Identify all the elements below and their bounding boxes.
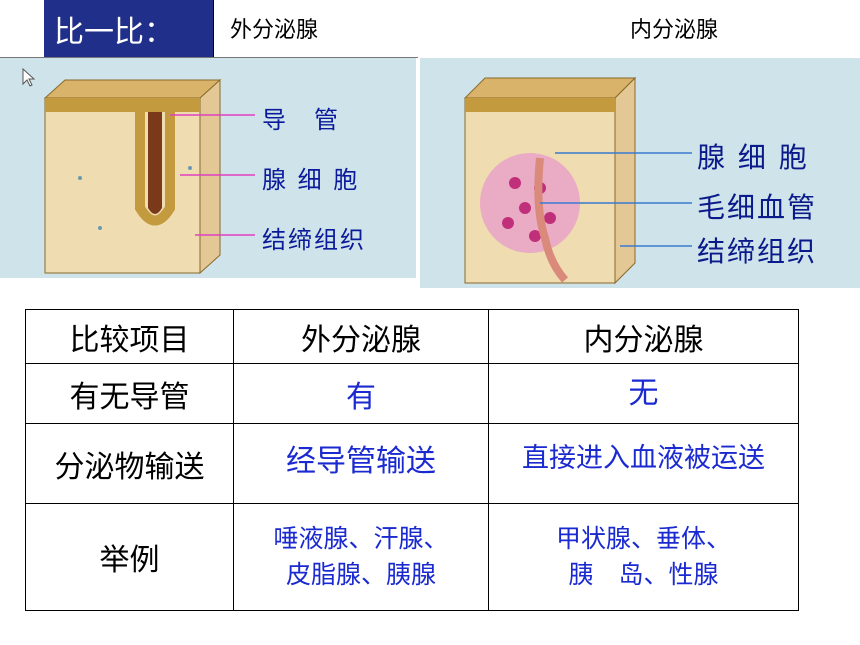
- exocrine-gland-figure: 导 管 腺 细 胞 结缔组织: [0, 58, 416, 278]
- label-capillary: 毛细血管: [697, 191, 818, 224]
- example-line: 皮脂腺、胰腺: [285, 560, 436, 589]
- cell-endocrine-transport: 直接进入血液被运送: [488, 423, 799, 504]
- label-connective-tissue-endocrine: 结缔组织: [697, 235, 818, 268]
- cell-endocrine-examples: 甲状腺、垂体、 胰 岛、性腺: [488, 503, 799, 611]
- cell-exocrine-transport: 经导管输送: [233, 423, 489, 504]
- example-line: 胰 岛、性腺: [568, 560, 719, 589]
- table-row: 有无导管 有 无: [25, 363, 799, 424]
- row-label: 举例: [25, 503, 234, 611]
- label-duct: 导 管: [262, 106, 340, 134]
- example-line: 唾液腺、汗腺、: [273, 524, 449, 553]
- table-row: 分泌物输送 经导管输送 直接进入血液被运送: [25, 423, 799, 504]
- row-label: 有无导管: [25, 363, 234, 424]
- label-connective-tissue: 结缔组织: [262, 226, 366, 254]
- column-header-item: 比较项目: [25, 309, 234, 364]
- comparison-table: 比较项目 外分泌腺 内分泌腺 有无导管 有 无 分泌物输送 经导管输送 直接进入…: [25, 309, 799, 611]
- column-header-exocrine: 外分泌腺: [233, 309, 489, 364]
- cell-exocrine-duct: 有: [233, 363, 489, 424]
- column-header-endocrine: 内分泌腺: [488, 309, 799, 364]
- label-gland-cell: 腺 细 胞: [262, 166, 360, 194]
- endocrine-gland-figure: 腺 细 胞 毛细血管 结缔组织: [420, 58, 860, 288]
- header-exocrine: 外分泌腺: [230, 18, 319, 43]
- divider-line: [0, 57, 418, 58]
- cell-endocrine-duct: 无: [488, 363, 799, 424]
- endocrine-gland-illustration: [463, 76, 692, 285]
- exocrine-gland-illustration: [43, 78, 255, 275]
- header-endocrine: 内分泌腺: [630, 18, 719, 43]
- label-gland-cell-endocrine: 腺 细 胞: [697, 141, 809, 174]
- table-row: 举例 唾液腺、汗腺、 皮脂腺、胰腺 甲状腺、垂体、 胰 岛、性腺: [25, 503, 799, 611]
- table-header-row: 比较项目 外分泌腺 内分泌腺: [25, 309, 799, 364]
- cell-exocrine-examples: 唾液腺、汗腺、 皮脂腺、胰腺: [233, 503, 489, 611]
- example-line: 甲状腺、垂体、: [555, 524, 731, 553]
- row-label: 分泌物输送: [25, 423, 234, 504]
- slide-title: 比一比：: [44, 0, 214, 58]
- mouse-pointer-icon: [22, 68, 36, 87]
